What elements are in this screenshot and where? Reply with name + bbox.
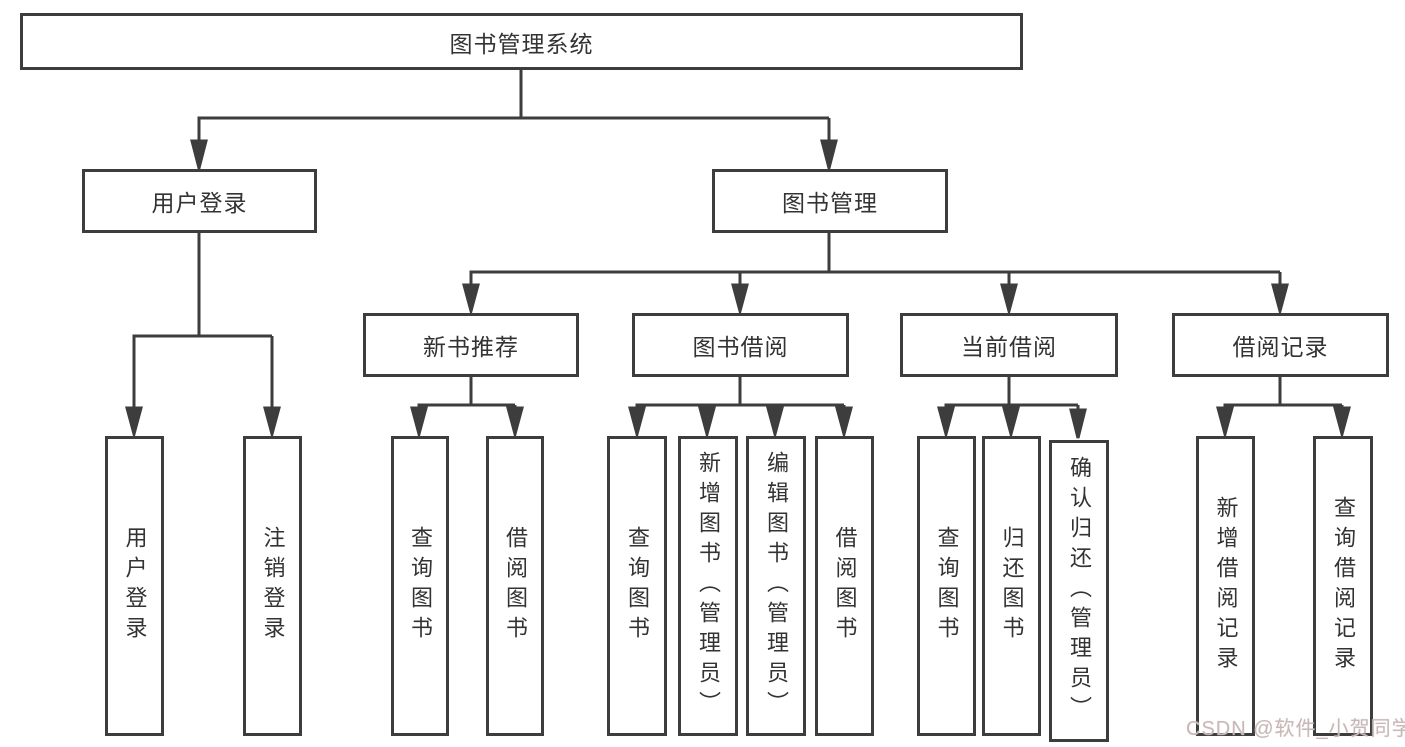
leaf-add-borrow-record-label: 新增借阅记录 <box>1213 496 1239 676</box>
leaf-borrow-books-newbook-label: 借阅图书 <box>503 526 528 646</box>
leaf-logout: 注销登录 <box>243 436 302 736</box>
node-new-book-recommend: 新书推荐 <box>363 313 579 377</box>
node-book-borrow-label: 图书借阅 <box>692 334 789 360</box>
csdn-watermark: CSDN @软件_小贺同学 <box>1186 718 1405 740</box>
leaf-query-books-borrow: 查询图书 <box>607 436 667 736</box>
leaf-logout-label: 注销登录 <box>260 526 286 646</box>
leaf-user-login: 用户登录 <box>105 436 164 736</box>
leaf-add-borrow-record: 新增借阅记录 <box>1196 436 1255 736</box>
leaf-query-borrow-record: 查询借阅记录 <box>1313 436 1373 736</box>
leaf-query-books-current-label: 查询图书 <box>934 526 960 646</box>
node-new-book-recommend-label: 新书推荐 <box>423 334 519 360</box>
leaf-return-books-label: 归还图书 <box>999 526 1025 646</box>
leaf-borrow-books-newbook: 借阅图书 <box>486 436 544 736</box>
leaf-borrow-books-borrow: 借阅图书 <box>815 436 874 736</box>
node-book-management: 图书管理 <box>712 169 948 233</box>
connector-root <box>190 69 838 174</box>
leaf-query-books-current: 查询图书 <box>917 436 976 736</box>
leaf-edit-books-admin: 编辑图书（管理员） <box>746 436 806 736</box>
leaf-add-books-admin: 新增图书（管理员） <box>678 436 738 736</box>
leaf-query-books-borrow-label: 查询图书 <box>625 526 650 646</box>
leaf-user-login-label: 用户登录 <box>122 526 148 646</box>
node-root-label: 图书管理系统 <box>449 30 594 57</box>
leaf-add-books-admin-label: 新增图书（管理员） <box>696 451 721 721</box>
connector-current-borrow <box>937 376 1087 440</box>
node-current-borrow: 当前借阅 <box>900 313 1118 377</box>
connector-book-borrow <box>628 376 853 440</box>
leaf-query-borrow-record-label: 查询借阅记录 <box>1331 496 1356 676</box>
node-user-login-label: 用户登录 <box>151 190 248 216</box>
connector-book-mgmt <box>462 233 1289 317</box>
connector-user-login <box>125 233 281 440</box>
leaf-query-books-newbook-label: 查询图书 <box>408 526 433 646</box>
node-user-login: 用户登录 <box>82 169 317 233</box>
leaf-edit-books-admin-label: 编辑图书（管理员） <box>764 451 789 721</box>
node-book-management-label: 图书管理 <box>782 190 878 216</box>
node-current-borrow-label: 当前借阅 <box>961 334 1057 360</box>
leaf-borrow-books-borrow-label: 借阅图书 <box>832 526 858 646</box>
leaf-return-books: 归还图书 <box>982 436 1041 736</box>
connector-new-book <box>410 376 524 440</box>
node-root: 图书管理系统 <box>20 13 1023 70</box>
leaf-query-books-newbook: 查询图书 <box>391 436 449 736</box>
node-borrow-records-label: 借阅记录 <box>1232 334 1329 360</box>
node-book-borrow: 图书借阅 <box>632 313 849 377</box>
connector-borrow-record <box>1216 376 1351 440</box>
leaf-confirm-return-admin: 确认归还（管理员） <box>1049 440 1109 742</box>
leaf-confirm-return-admin-label: 确认归还（管理员） <box>1067 456 1092 726</box>
node-borrow-records: 借阅记录 <box>1172 313 1389 377</box>
